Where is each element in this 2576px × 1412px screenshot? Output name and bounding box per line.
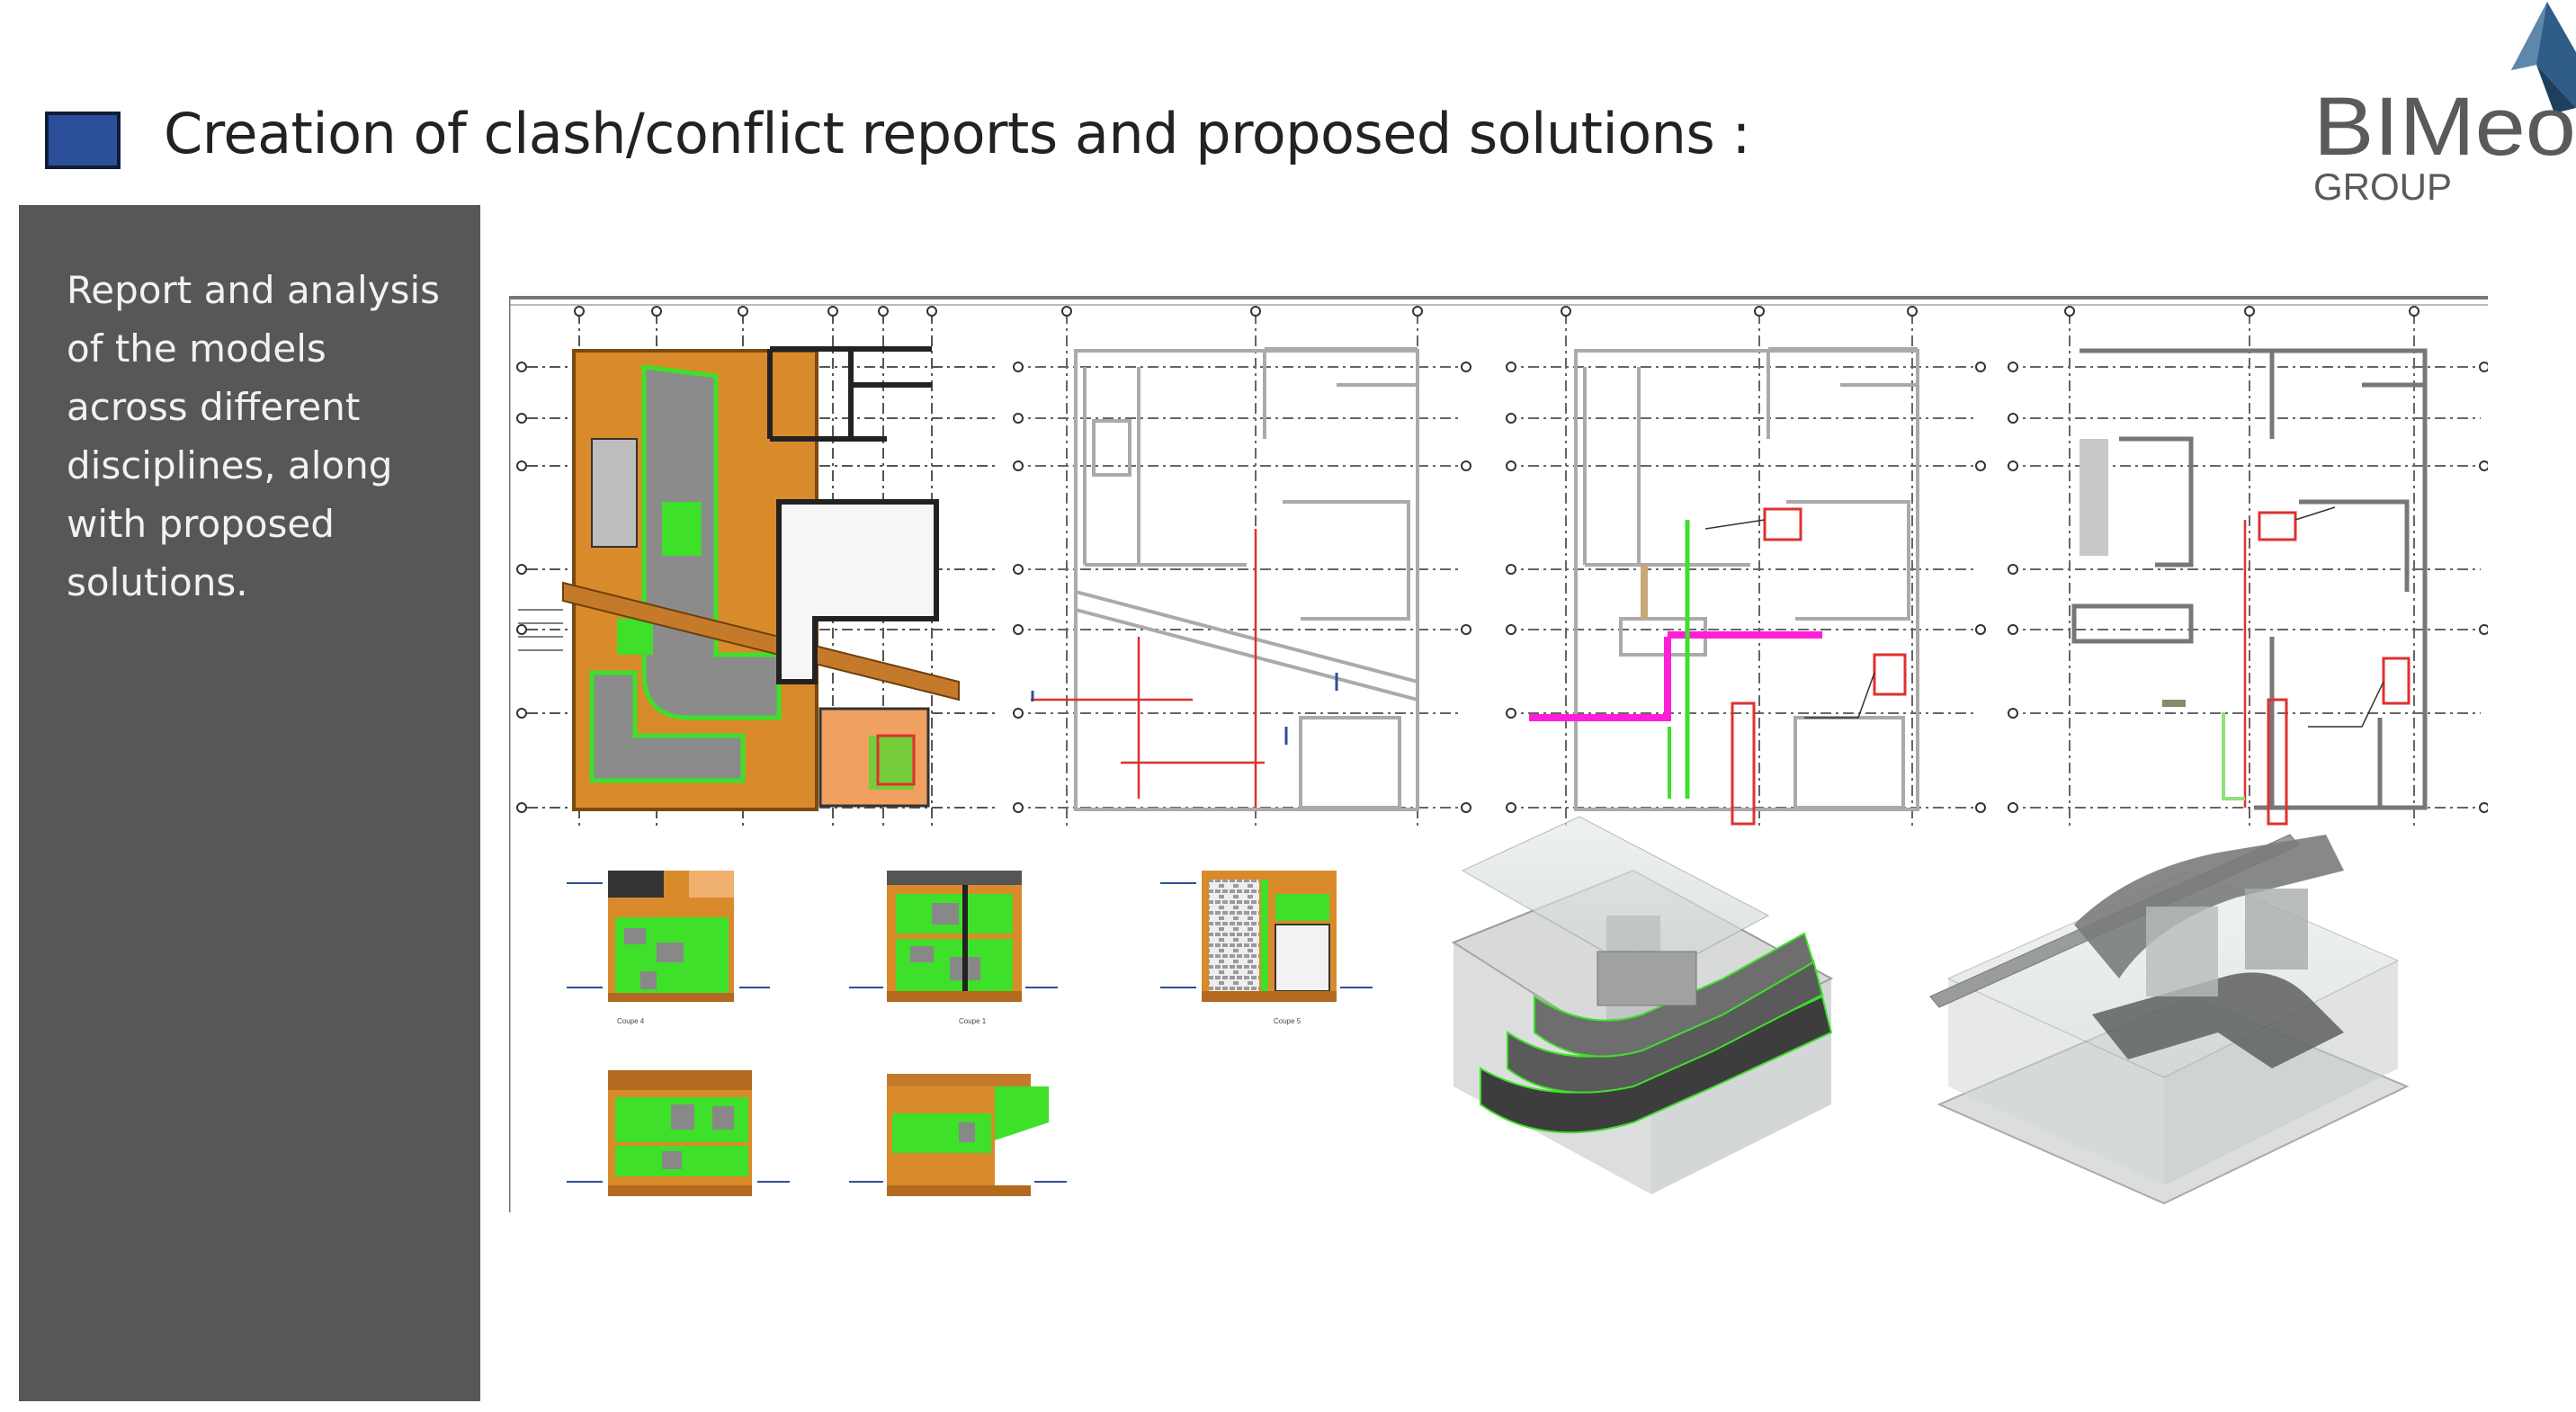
logo-mark-icon (2511, 2, 2576, 113)
section-c (567, 1070, 790, 1196)
side-panel (19, 205, 480, 1401)
page-title: Creation of clash/conflict reports and p… (164, 101, 1750, 166)
section-b: Coupe 1 (849, 871, 1058, 1025)
plan-pipe-clash (2008, 306, 2488, 826)
title-marker (45, 112, 121, 169)
side-description: Report and analysis of the models across… (67, 268, 440, 604)
plan-mep-coordination (516, 306, 995, 826)
3d-duct-routing (1451, 816, 1834, 1194)
svg-text:Coupe 4: Coupe 4 (617, 1017, 645, 1025)
drawing-sheet: Coupe 4 Coupe 1 Coupe 5 (509, 295, 2488, 1212)
section-d (849, 1074, 1067, 1196)
bimeo-logo: BIMeo GROUP (2313, 2, 2576, 207)
plan-architectural-clash (1013, 306, 1471, 826)
plan-duct-clash (1506, 306, 1986, 826)
section-a (567, 871, 770, 1002)
logo-sub: GROUP (2313, 165, 2452, 207)
svg-text:Coupe 5: Coupe 5 (1274, 1017, 1301, 1025)
section-coupe-4: Coupe 4 (617, 1017, 645, 1025)
logo-name: BIMeo (2313, 81, 2576, 173)
section-coupe-5: Coupe 5 (1160, 871, 1373, 1025)
svg-text:Coupe 1: Coupe 1 (959, 1017, 987, 1025)
3d-ceiling-void (1929, 834, 2410, 1205)
